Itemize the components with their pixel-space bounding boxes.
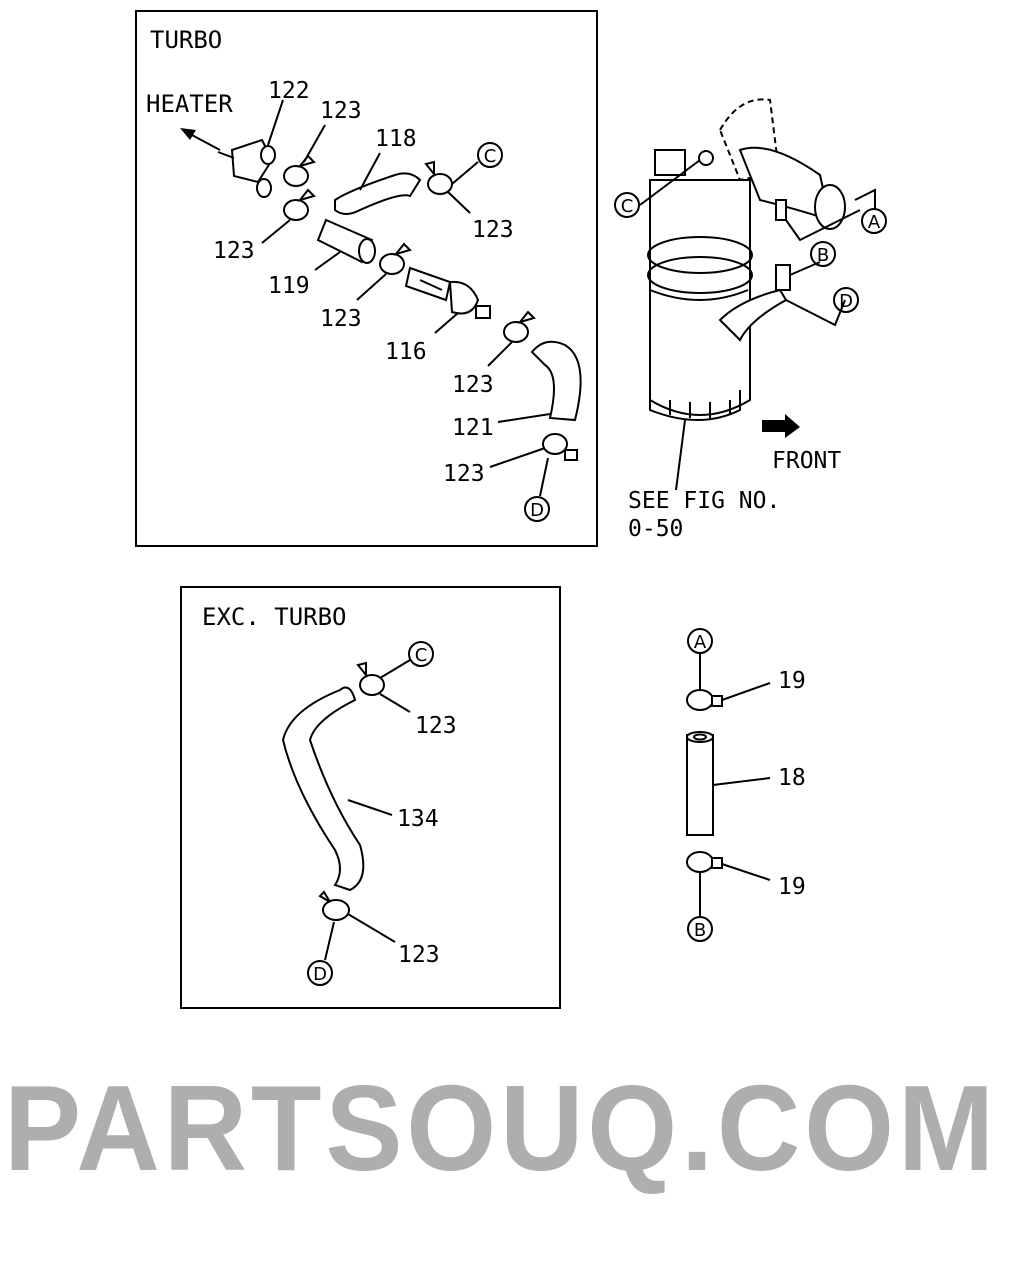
svg-text:D: D (530, 500, 544, 521)
part-label: 123 (320, 306, 362, 332)
svg-text:C: C (621, 196, 634, 217)
turbo-title: TURBO (150, 26, 222, 54)
callout-d: D (524, 496, 550, 522)
part-label: 123 (415, 713, 457, 739)
part-116-valve (404, 266, 491, 319)
callout-c: C (408, 641, 434, 667)
part-121-hose (530, 340, 582, 422)
callout-b: B (687, 916, 713, 942)
fig-number: 0-50 (628, 516, 683, 542)
part-123-clamp (283, 188, 316, 221)
part-label: 134 (397, 806, 439, 832)
part-19-clamp (686, 689, 723, 711)
part-123-clamp (283, 154, 316, 187)
part-19-clamp (686, 851, 723, 873)
heater-label: HEATER (146, 90, 233, 118)
part-123-clamp (318, 890, 350, 921)
part-123-clamp (503, 310, 536, 343)
callout-a: A (861, 208, 887, 234)
turbo-frame (135, 10, 598, 547)
part-label: 123 (320, 98, 362, 124)
part-134-hose (281, 686, 365, 892)
part-label: 123 (472, 217, 514, 243)
exc-turbo-title: EXC. TURBO (202, 603, 347, 631)
leader-line (324, 921, 335, 961)
part-label: 123 (213, 238, 255, 264)
see-fig-label: SEE FIG NO. (628, 488, 780, 514)
leader-line (347, 799, 393, 816)
callout-a: A (687, 628, 713, 654)
exc-turbo-frame (180, 586, 561, 1009)
heater-arrow-icon (180, 128, 221, 151)
front-label: FRONT (772, 448, 841, 474)
oil-filter-assembly (639, 98, 876, 491)
part-label: 118 (375, 126, 417, 152)
part-label: 123 (443, 461, 485, 487)
leader-line (712, 777, 771, 786)
callout-c: C (614, 192, 640, 218)
leader-line (721, 863, 771, 881)
leader-line (721, 682, 771, 701)
part-label: 123 (398, 942, 440, 968)
part-123-clamp (542, 433, 578, 461)
watermark: PARTSOUQ.COM (4, 1060, 998, 1196)
part-123-clamp (356, 661, 385, 696)
part-label: 123 (452, 372, 494, 398)
callout-d: D (833, 287, 859, 313)
callout-d: D (307, 960, 333, 986)
part-label: 121 (452, 415, 494, 441)
part-label: 119 (268, 273, 310, 299)
svg-text:C: C (484, 146, 497, 167)
svg-text:B: B (694, 920, 706, 941)
part-18-hose (686, 731, 714, 836)
svg-text:D: D (839, 291, 853, 312)
part-122-connector (217, 138, 276, 198)
callout-b: B (810, 241, 836, 267)
part-119-hose (316, 218, 376, 264)
part-label: 19 (778, 668, 806, 694)
leader-line (379, 659, 411, 679)
leader-line (379, 693, 411, 713)
part-123-clamp (379, 242, 412, 275)
callout-c: C (477, 142, 503, 168)
part-label: 122 (268, 78, 310, 104)
leader-lines (261, 99, 551, 497)
part-label: 116 (385, 339, 427, 365)
part-118-hose (334, 172, 422, 215)
part-label: 18 (778, 765, 806, 791)
svg-text:A: A (868, 212, 881, 233)
part-label: 19 (778, 874, 806, 900)
svg-text:A: A (694, 632, 707, 653)
svg-text:C: C (415, 645, 428, 666)
svg-text:B: B (817, 245, 829, 266)
part-123-clamp (424, 160, 453, 195)
svg-text:D: D (313, 964, 327, 985)
leader-line (347, 913, 396, 943)
front-arrow-icon (762, 414, 800, 438)
